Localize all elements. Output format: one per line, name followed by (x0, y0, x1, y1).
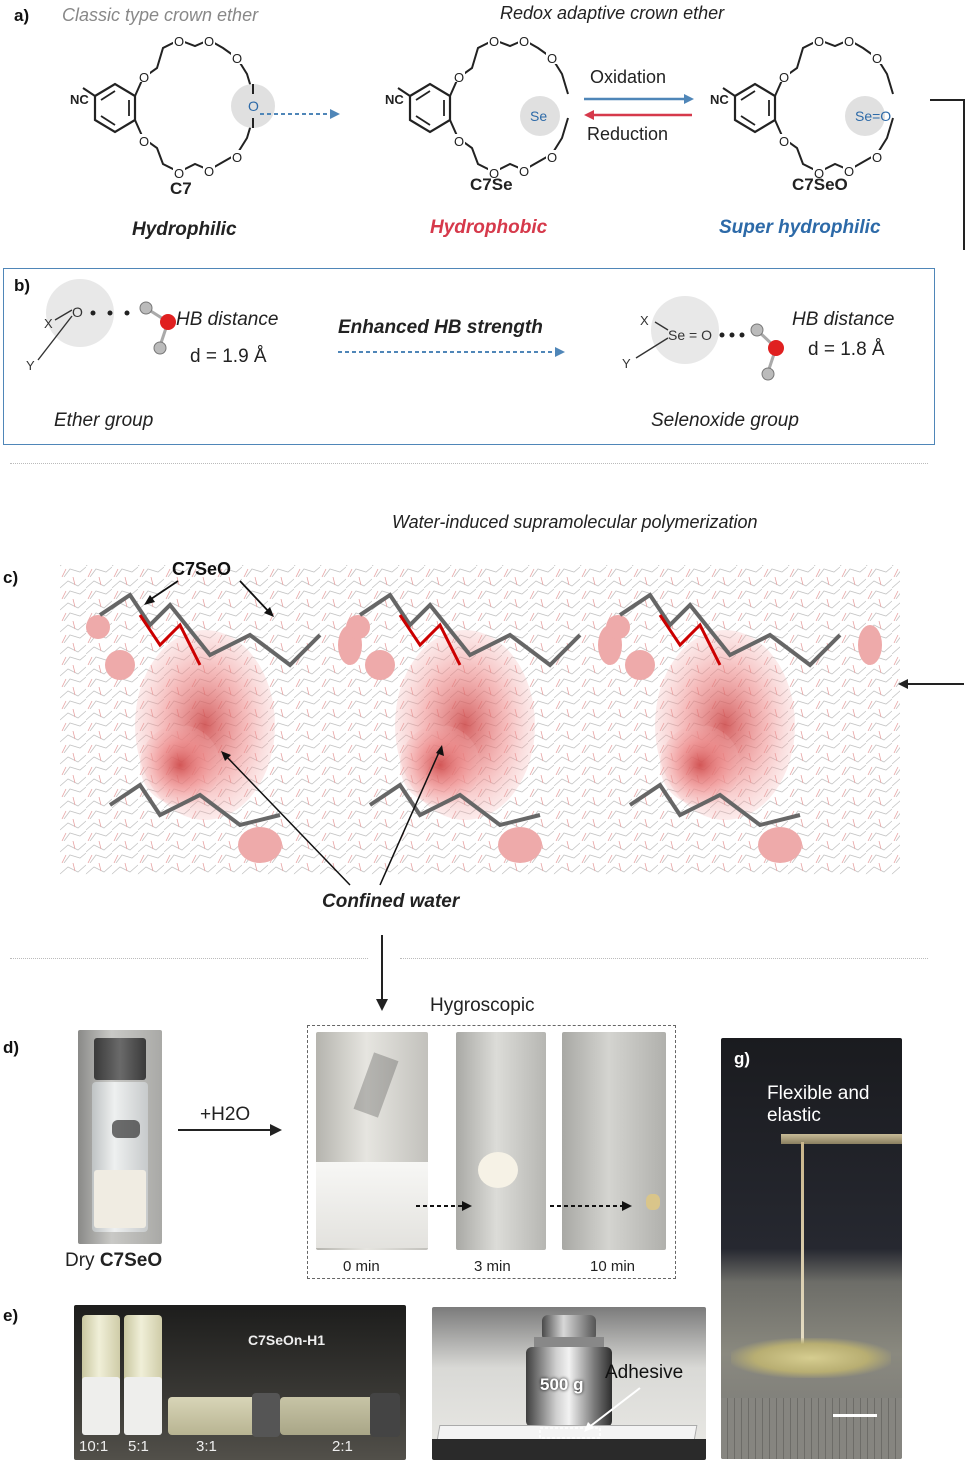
water-arrow (178, 1124, 282, 1136)
panel-b-box (3, 268, 935, 445)
vial-10min-photo (562, 1032, 666, 1250)
c7se-nc: NC (385, 92, 404, 107)
reduction-label: Reduction (587, 124, 668, 144)
prop-hydrophilic: Hydrophilic (132, 219, 237, 240)
ratio-3-1: 3:1 (196, 1438, 217, 1455)
c7se-atom: Se (530, 108, 547, 124)
add-water-label: +H2O (200, 1104, 251, 1125)
c7-name: C7 (170, 179, 192, 198)
confined-water-label: Confined water (322, 891, 460, 912)
ratio-2-1: 2:1 (332, 1438, 353, 1455)
ratios-photo (74, 1305, 406, 1460)
seo-right: Se = O (668, 327, 712, 343)
crystal-structure: C7SeO (60, 559, 964, 886)
ratio-5-1: 5:1 (128, 1438, 149, 1455)
vial-0min-photo (316, 1032, 428, 1250)
o-left: O (72, 304, 83, 320)
x-right: X (640, 313, 649, 328)
ether-group: Ether group (54, 410, 153, 431)
vial-3min-photo (456, 1032, 546, 1250)
adhesive-label: Adhesive (605, 1362, 684, 1383)
c7-nc: NC (70, 92, 89, 107)
elastic-photo (721, 1038, 902, 1459)
separator-2b (400, 958, 928, 959)
dry-vial-photo (78, 1030, 162, 1244)
oxidation-label: Oxidation (590, 67, 666, 87)
separator-2a (10, 958, 368, 959)
d-left: d = 1.9 Å (190, 346, 267, 367)
panel-d-label: d) (3, 1038, 20, 1057)
classic-title: Classic type crown ether (62, 5, 259, 25)
panel-g-label: g) (734, 1049, 751, 1068)
y-right: Y (622, 356, 631, 371)
prop-hydrophobic: Hydrophobic (430, 217, 548, 238)
c7seo-name: C7SeO (792, 175, 848, 194)
panel-a-label: a) (14, 6, 30, 25)
time-arrows (416, 1201, 632, 1211)
hygroscopic-label: Hygroscopic (430, 995, 535, 1016)
c7seo-crystal-label: C7SeO (172, 559, 231, 579)
prop-super-hydrophilic: Super hydrophilic (719, 217, 881, 238)
redox-title: Redox adaptive crown ether (500, 3, 725, 23)
c7-atom: O (248, 98, 259, 114)
y-left: Y (26, 358, 35, 373)
time-3: 3 min (474, 1258, 511, 1275)
weight-photo (432, 1307, 706, 1460)
x-left: X (44, 316, 53, 331)
time-10: 10 min (590, 1258, 636, 1275)
dry-c7seo-caption: Dry C7SeO (65, 1250, 163, 1271)
adhesive-pointer (539, 1387, 641, 1439)
flexible-elastic-label: Flexible and elastic (767, 1083, 870, 1126)
d-right: d = 1.8 Å (808, 339, 885, 360)
hb-label-right: HB distance (792, 309, 894, 330)
panel-e-title: C7SeOn-H1 (248, 1332, 326, 1348)
enhanced-hb: Enhanced HB strength (338, 317, 543, 338)
weight-label: 500 g (540, 1375, 584, 1394)
selenoxide-group: Selenoxide group (651, 410, 799, 431)
hygroscopic-box (307, 1025, 676, 1279)
down-arrow (376, 935, 388, 1011)
time-0: 0 min (343, 1258, 380, 1275)
panel-c-title: Water-induced supramolecular polymerizat… (392, 512, 758, 532)
panel-b-label: b) (14, 276, 31, 295)
c7seo-atom: Se=O (855, 108, 891, 124)
panel-c-label: c) (3, 568, 19, 587)
crown-ether-structures: O O O O O O O O O NC Se NC (70, 32, 965, 250)
hb-diagram: X Y O HB distance d = 1.9 Å Enhanced HB … (26, 279, 894, 431)
panel-e-label: e) (3, 1306, 19, 1325)
hb-label-left: HB distance (176, 309, 278, 330)
c7se-name: C7Se (470, 175, 513, 194)
c7seo-nc: NC (710, 92, 729, 107)
ratio-10-1: 10:1 (79, 1438, 109, 1455)
separator-1 (10, 463, 928, 464)
